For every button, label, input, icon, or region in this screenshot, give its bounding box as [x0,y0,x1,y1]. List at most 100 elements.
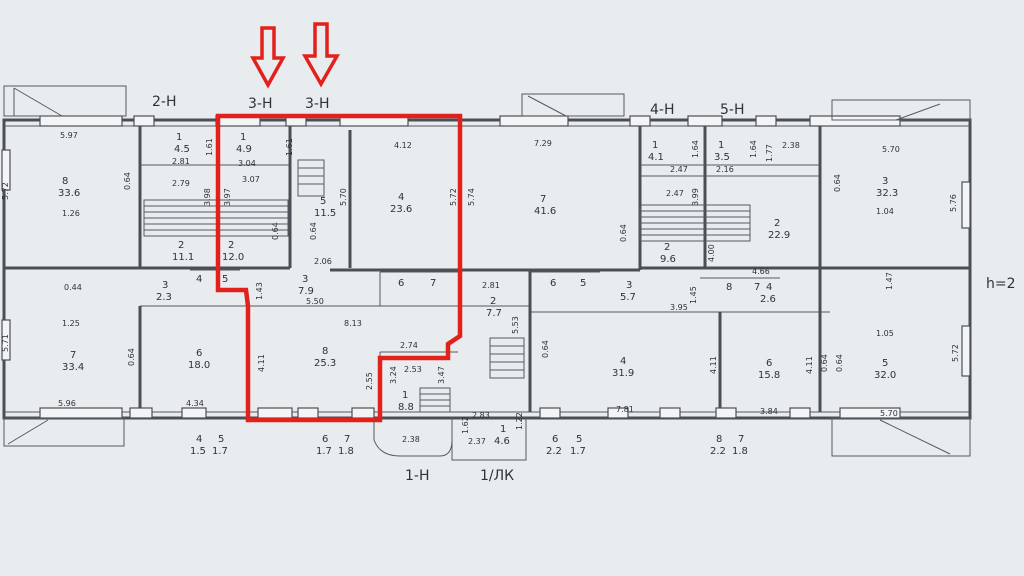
room-area: 18.0 [188,360,210,371]
room-area: 33.6 [58,188,80,199]
dimension-label: 5.74 [467,188,476,206]
room-area: 1.7 [212,446,228,457]
room-number: 6 [766,358,772,369]
unit-label: 3-Н [248,96,273,112]
dimension-label: 3.99 [691,188,700,206]
room-area: 33.4 [62,362,84,373]
room-number: 5 [218,434,224,445]
room-area: 4.5 [174,144,190,155]
room-area: 9.6 [660,254,676,265]
dimension-label: 2.16 [716,165,734,174]
dimension-label: 8.13 [344,319,362,328]
room-number: 2 [490,296,496,307]
room-number: 3 [162,280,168,291]
room-number: 2 [664,242,670,253]
dimension-label: 2.53 [404,365,422,374]
room-number: 7 [70,350,76,361]
room-number: 5 [580,278,586,289]
arrow-icon [250,26,286,89]
room-area: 4.6 [494,436,510,447]
room-number: 8 [716,434,722,445]
dimension-label: 5.70 [880,409,898,418]
dimension-label: 0.64 [619,224,628,242]
room-number: 6 [398,278,404,289]
room-number: 1 [176,132,182,143]
dimension-label: 1.25 [62,319,80,328]
room-area: 5.7 [620,292,636,303]
room-area: 8.8 [398,402,414,413]
dimension-label: 1.43 [255,282,264,300]
dimension-label: 1.64 [749,140,758,158]
room-number: 1 [240,132,246,143]
dimension-label: 5.72 [951,344,960,362]
room-area: 1.5 [190,446,206,457]
dimension-label: 2.38 [782,141,800,150]
dimension-label: 0.44 [64,283,82,292]
dimension-label: 5.71 [1,334,10,352]
room-area: 23.6 [390,204,412,215]
dimension-label: 1.77 [765,144,774,162]
dimension-label: 3.07 [242,175,260,184]
dimension-label: 0.64 [123,172,132,190]
room-area: 11.1 [172,252,194,263]
room-number: 4 [196,434,202,445]
dimension-label: 2.06 [314,257,332,266]
dimension-label: 4.66 [752,267,770,276]
room-area: 7.9 [298,286,314,297]
dimension-label: 0.64 [835,354,844,372]
room-number: 7 [430,278,436,289]
dimension-label: 1.62 [461,416,470,434]
balconies [3,85,971,461]
room-number: 5 [222,274,228,285]
dimension-label: 2.81 [172,157,190,166]
dimension-label: 7.29 [534,139,552,148]
room-number: 1 [652,140,658,151]
room-area: 1.8 [338,446,354,457]
room-area: 1.7 [570,446,586,457]
dimension-label: 3.24 [389,366,398,384]
unit-label: 3-Н [305,96,330,112]
room-number: 5 [320,196,326,207]
dimension-label: 4.11 [805,356,814,374]
dimension-label: 2.47 [670,165,688,174]
room-labels: 833.6 14.5 14.9 511.5 423.6 741.6 14.1 1… [58,132,898,457]
room-number: 7 [344,434,350,445]
room-number: 4 [620,356,626,367]
dimension-label: 1.61 [285,138,294,156]
room-area: 2.3 [156,292,172,303]
room-area: 2.2 [710,446,726,457]
dimension-label: 1.47 [885,272,894,290]
room-area: 22.9 [768,230,790,241]
room-number: 4 [398,192,404,203]
dimension-label: 2.47 [666,189,684,198]
room-area: 12.0 [222,252,244,263]
dimension-label: 1.04 [876,207,894,216]
room-area: 11.5 [314,208,336,219]
dimension-label: 3.97 [223,188,232,206]
dimension-label: 5.76 [949,194,958,212]
dimension-label: 5.72 [1,182,10,200]
dimension-label: 0.64 [541,340,550,358]
dimension-label: 7.81 [616,405,634,414]
room-number: 6 [196,348,202,359]
room-number: 7 [754,282,760,293]
room-number: 8 [62,176,68,187]
dimension-label: 0.64 [271,222,280,240]
unit-label: 1-Н [405,468,430,484]
room-number: 2 [228,240,234,251]
room-area: 7.7 [486,308,502,319]
room-number: 2 [178,240,184,251]
dimension-labels: 5.97 5.72 1.26 0.64 2.81 2.79 3.04 3.07 … [1,131,960,446]
dimension-label: 5.70 [339,188,348,206]
arrow-icon [301,22,341,88]
height-label: h=2 [986,276,1016,292]
room-number: 3 [626,280,632,291]
room-area: 2.6 [760,294,776,305]
room-number: 4 [196,274,202,285]
room-number: 8 [726,282,732,293]
dimension-label: 2.81 [482,281,500,290]
room-number: 2 [774,218,780,229]
room-number: 6 [552,434,558,445]
room-area: 32.0 [874,370,896,381]
room-area: 41.6 [534,206,556,217]
